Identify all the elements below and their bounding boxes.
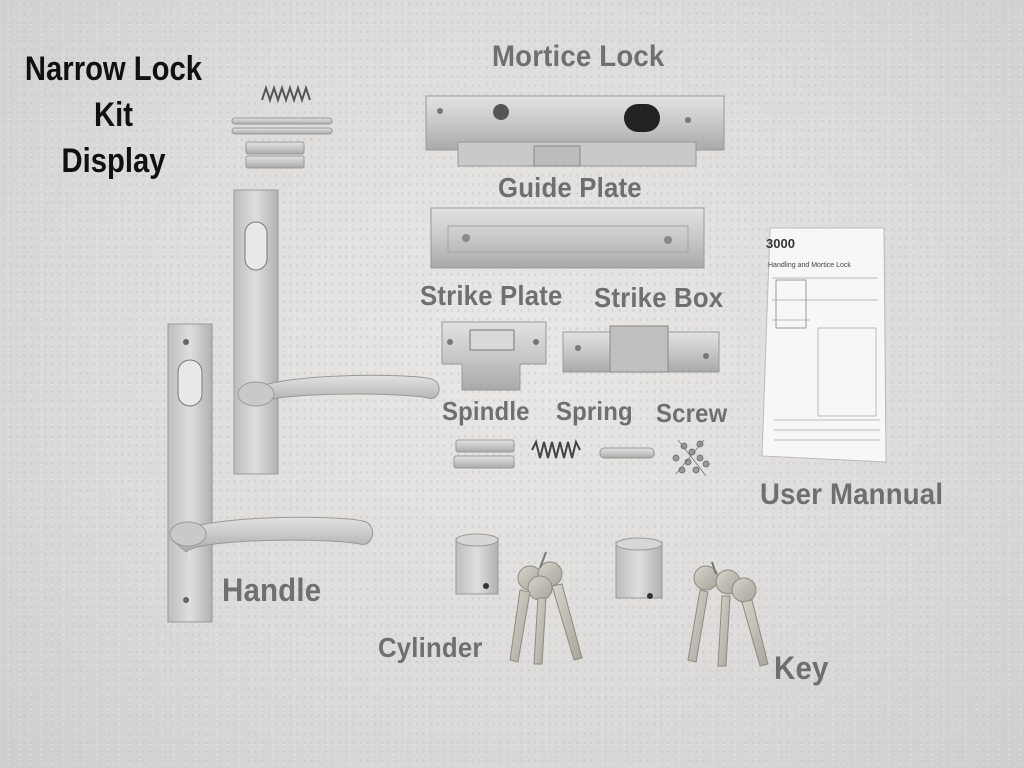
key-set-2 xyxy=(687,561,769,667)
user-manual-booklet xyxy=(761,227,887,463)
label-spring: Spring xyxy=(556,396,633,426)
label-strike-box: Strike Box xyxy=(594,282,724,313)
spindle-parts xyxy=(453,439,515,469)
mortice-lock xyxy=(425,95,725,167)
cylinder-2 xyxy=(615,537,663,599)
label-key: Key xyxy=(774,650,829,686)
label-mortice-lock: Mortice Lock xyxy=(492,40,665,73)
label-guide-plate: Guide Plate xyxy=(498,172,642,203)
small-spring-parts xyxy=(261,84,311,104)
key-set-1 xyxy=(509,551,583,665)
strike-plate xyxy=(441,321,547,391)
label-cylinder: Cylinder xyxy=(378,632,483,663)
guide-plate xyxy=(430,207,705,269)
strike-box xyxy=(562,325,720,373)
label-spindle: Spindle xyxy=(442,396,530,426)
label-user-manual: User Mannual xyxy=(760,478,944,511)
title-line-2: Display xyxy=(61,142,166,180)
handle-front-lever xyxy=(169,516,374,553)
title-line-1: Narrow Lock Kit xyxy=(24,50,203,134)
rod-part xyxy=(599,447,655,459)
label-strike-plate: Strike Plate xyxy=(420,280,563,311)
manual-subtitle: Handling and Mortice Lock xyxy=(768,262,851,269)
handle-back-plate xyxy=(233,189,279,475)
handle-back-lever xyxy=(237,374,440,407)
small-spindle-pieces xyxy=(245,141,305,169)
label-handle: Handle xyxy=(222,572,322,608)
cylinder-1 xyxy=(455,533,499,595)
label-screw: Screw xyxy=(656,398,728,428)
handle-front-plate xyxy=(167,323,213,623)
manual-brand: 3000 xyxy=(766,236,795,251)
page-title: Narrow Lock Kit Display xyxy=(6,46,221,184)
spring-part xyxy=(531,439,581,459)
small-screw-rods xyxy=(231,117,333,135)
screw-pile xyxy=(672,439,710,477)
